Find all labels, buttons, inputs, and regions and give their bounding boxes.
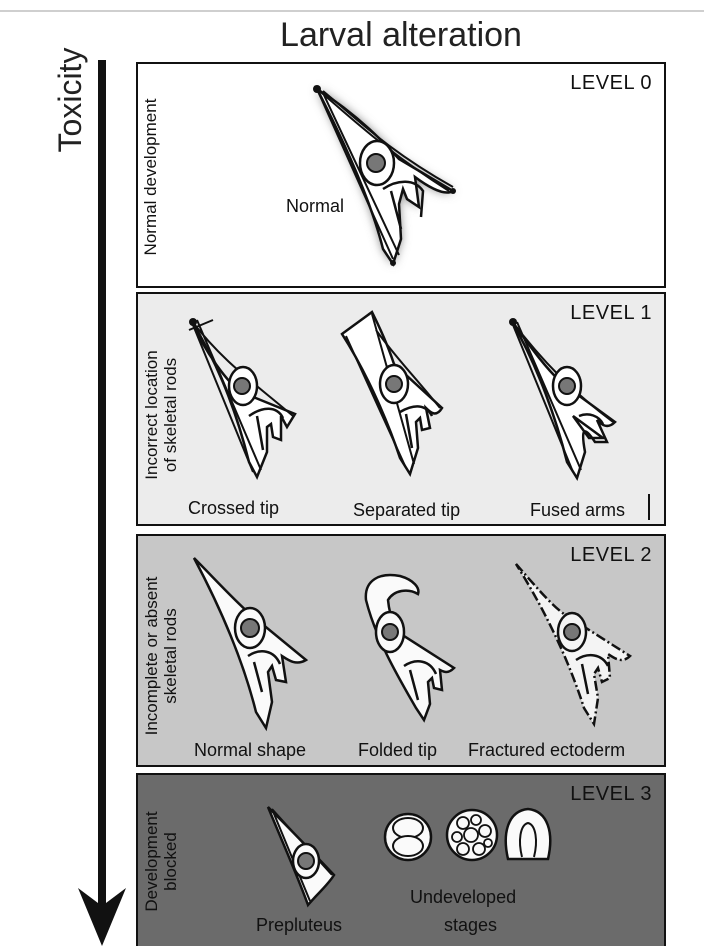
- caption-prepluteus: Prepluteus: [256, 915, 342, 936]
- crossed-tip-larva-figure: [183, 312, 313, 487]
- caption-normal-shape: Normal shape: [194, 740, 306, 761]
- side-label-line: skeletal rods: [161, 608, 180, 703]
- level-0-label: LEVEL 0: [570, 72, 652, 95]
- top-divider: [0, 10, 704, 12]
- prepluteus-figure: [262, 801, 342, 911]
- separated-tip-larva-figure: [336, 308, 466, 483]
- level-3-label: LEVEL 3: [570, 783, 652, 806]
- side-label-line: Development: [142, 811, 161, 911]
- text-cursor-bar: [648, 494, 650, 520]
- figure-title: Larval alteration: [136, 16, 666, 55]
- caption-crossed-tip: Crossed tip: [188, 498, 279, 519]
- normal-shape-larva-figure: [188, 552, 328, 732]
- level-2-panel: LEVEL 2 Incomplete or absent skeletal ro…: [136, 534, 666, 767]
- side-label-line: Incorrect location: [142, 350, 161, 479]
- level-0-side-label: Normal development: [138, 64, 162, 288]
- caption-fused-arms: Fused arms: [530, 500, 625, 521]
- side-label-line: Incomplete or absent: [142, 577, 161, 736]
- level-2-side-label: Incomplete or absent skeletal rods: [138, 543, 184, 767]
- side-label-line: blocked: [161, 832, 180, 891]
- fused-arms-larva-figure: [503, 312, 633, 487]
- fractured-ectoderm-larva-figure: [510, 558, 650, 728]
- level-1-panel: LEVEL 1 Incorrect location of skeletal r…: [136, 292, 666, 526]
- caption-separated-tip: Separated tip: [353, 500, 460, 521]
- caption-fractured-ectoderm: Fractured ectoderm: [468, 740, 625, 761]
- side-label-line: Normal development: [141, 99, 160, 256]
- normal-larva-figure: [303, 79, 473, 274]
- folded-tip-larva-figure: [360, 570, 470, 730]
- two-cell-embryo-figure: [382, 809, 434, 865]
- morula-figure: [443, 805, 501, 865]
- side-label-line: of skeletal rods: [161, 358, 180, 472]
- caption-normal: Normal: [286, 196, 344, 217]
- level-3-side-label: Development blocked: [138, 775, 184, 946]
- caption-undeveloped: Undeveloped: [410, 887, 516, 908]
- caption-folded-tip: Folded tip: [358, 740, 437, 761]
- level-1-side-label: Incorrect location of skeletal rods: [138, 302, 184, 526]
- caption-stages: stages: [444, 915, 497, 936]
- gastrula-figure: [500, 803, 556, 865]
- toxicity-arrow: [76, 60, 136, 946]
- level-3-panel: LEVEL 3 Development blocked Prepluteus U…: [136, 773, 666, 946]
- level-0-panel: LEVEL 0 Normal development Normal: [136, 62, 666, 288]
